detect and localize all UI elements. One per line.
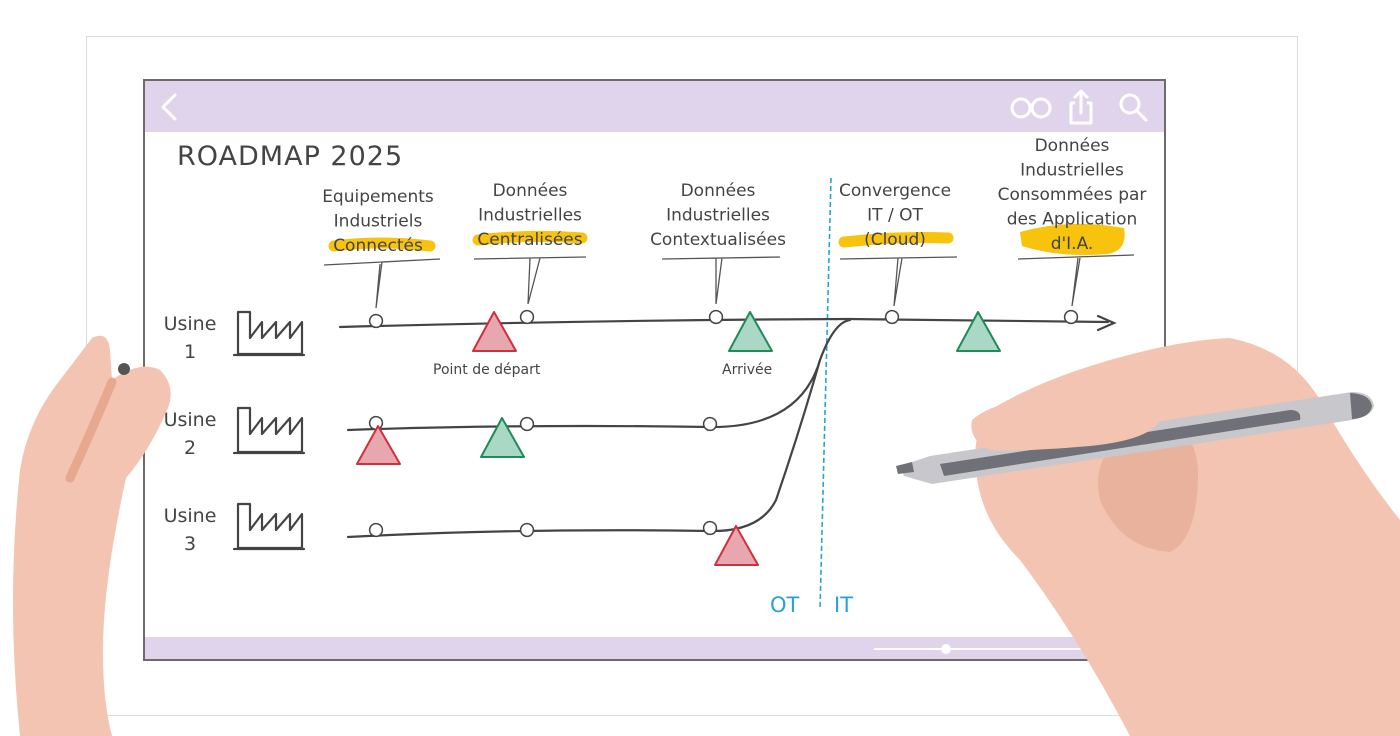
chevron-left-icon: [161, 93, 177, 121]
factory-icon: [232, 502, 306, 551]
milestone-label-4-line-3: (Cloud): [864, 230, 926, 250]
milestone-label-1-line-2: Industriels: [334, 212, 423, 232]
milestone-label-4-line-2: IT / OT: [867, 206, 923, 226]
ot-it-divider: OT IT: [770, 177, 853, 617]
highlights: [328, 223, 1125, 255]
start-triangle-1: [472, 311, 517, 352]
timelines: [338, 314, 1117, 539]
start-triangle-3: [714, 525, 759, 566]
factory-icons: [232, 310, 306, 551]
timeline-arrowhead: [1096, 314, 1117, 332]
factory-icon: [232, 310, 306, 357]
milestone-label-5-line-2: Industrielles: [1020, 161, 1124, 181]
ot-label: OT: [770, 593, 800, 617]
milestone-label-5-line-1: Données: [1035, 136, 1110, 156]
end-markers: [480, 311, 1001, 458]
milestone-label-1-line-3: Connectés: [333, 236, 423, 256]
left-hand-illustration: [13, 335, 171, 736]
search-button[interactable]: [1115, 89, 1151, 125]
milestone-label-2-line-2: Industrielles: [478, 206, 582, 226]
start-markers: [356, 311, 759, 566]
search-icon: [1119, 93, 1148, 122]
start-triangle-2: [356, 425, 401, 465]
page-title: ROADMAP 2025: [177, 141, 403, 172]
milestone-label-3-line-1: Données: [681, 181, 756, 201]
right-hand-illustration: [896, 338, 1400, 736]
milestone-label-5-line-4: des Application: [1007, 210, 1138, 230]
milestone-label-1-line-1: Equipements: [322, 187, 434, 207]
end-triangle-3: [956, 311, 1001, 352]
end-label: Arrivée: [722, 362, 772, 378]
milestone-label-4-line-1: Convergence: [839, 181, 951, 201]
timeline-usine-3: [346, 358, 822, 539]
plant-name-2: Usine: [164, 409, 217, 431]
bottom-bar: [145, 637, 1164, 659]
milestone-label-3-line-3: Contextualisées: [650, 230, 786, 250]
it-label: IT: [834, 593, 853, 617]
top-toolbar: [145, 81, 1164, 132]
share-icon: [1069, 89, 1093, 125]
milestone-label-5-line-3: Consommées par: [998, 185, 1147, 205]
glasses-button[interactable]: [1007, 89, 1055, 125]
timeline-usine-1: [338, 317, 1110, 329]
back-button[interactable]: [153, 89, 189, 125]
start-label: Point de départ: [433, 362, 541, 378]
glasses-icon: [1010, 97, 1052, 119]
milestone-label-2-line-1: Données: [493, 181, 568, 201]
end-triangle-1: [728, 311, 773, 352]
plant-number-1: 1: [184, 341, 196, 363]
end-triangle-2: [480, 417, 525, 458]
plant-name-3: Usine: [164, 505, 217, 527]
timeline-usine-2: [346, 318, 852, 432]
plant-name-1: Usine: [164, 313, 217, 335]
milestone-label-5-line-5: d'I.A.: [1051, 234, 1094, 254]
plant-number-3: 3: [184, 533, 196, 555]
callouts: [323, 254, 1135, 309]
factory-icon: [232, 406, 306, 455]
pen-icon: [896, 392, 1374, 484]
milestone-label-2-line-3: Centralisées: [477, 230, 582, 250]
milestone-labels: EquipementsIndustrielsConnectésDonnéesIn…: [322, 136, 1146, 256]
plant-number-2: 2: [184, 437, 196, 459]
milestone-label-3-line-2: Industrielles: [666, 206, 770, 226]
app-screen: [143, 79, 1166, 661]
share-button[interactable]: [1063, 89, 1099, 125]
